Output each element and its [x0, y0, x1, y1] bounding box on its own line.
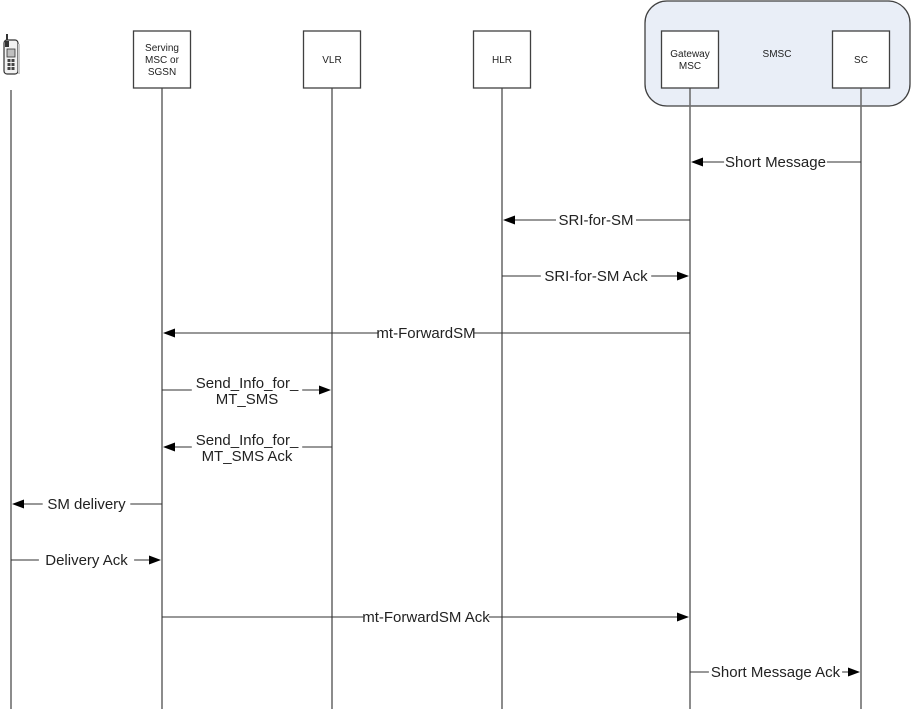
participant-label: SC: [854, 55, 868, 66]
message-label-bg: [363, 608, 489, 626]
arrowhead-icon: [503, 215, 515, 225]
message-label-bg: [378, 324, 474, 342]
participant-sc: SC: [831, 30, 891, 89]
message-5: Send_Info_for_MT_SMS: [162, 375, 331, 408]
message-label: Short Message Ack: [711, 664, 841, 681]
message-7: SM delivery: [12, 495, 162, 513]
arrowhead-icon: [691, 157, 703, 167]
participant-box: [132, 30, 192, 89]
message-label: Send_Info_for_: [196, 375, 299, 392]
message-8: Delivery Ack: [11, 551, 161, 569]
message-label-bg: [191, 387, 303, 393]
message-label: mt-ForwardSM: [376, 325, 475, 342]
arrowhead-icon: [12, 499, 24, 509]
participant-label: SGSN: [148, 67, 176, 78]
participant-label: HLR: [492, 55, 512, 66]
message-label: Short Message: [725, 154, 826, 171]
message-label-bg: [540, 267, 652, 285]
participant-label: MSC or: [145, 55, 180, 66]
message-label: Send_Info_for_: [196, 432, 299, 449]
participant-label: Gateway: [670, 49, 709, 60]
participant-label: VLR: [322, 55, 341, 66]
participant-box: [472, 30, 532, 89]
arrowhead-icon: [677, 271, 689, 281]
participant-label: Serving: [145, 43, 179, 54]
message-label-bg: [38, 551, 135, 569]
message-label: MT_SMS: [216, 391, 279, 408]
message-label: Delivery Ack: [45, 552, 128, 569]
participant-box: [660, 30, 720, 89]
message-label-bg: [191, 444, 303, 450]
participant-box: [831, 30, 891, 89]
message-label: SRI-for-SM: [559, 212, 634, 229]
message-10: Short Message Ack: [690, 663, 860, 681]
message-label: mt-ForwardSM Ack: [362, 609, 490, 626]
arrowhead-icon: [677, 612, 689, 622]
message-label-bg: [556, 211, 636, 229]
arrowhead-icon: [163, 442, 175, 452]
message-1: Short Message: [691, 153, 861, 171]
message-label-bg: [724, 153, 827, 171]
arrowhead-icon: [319, 385, 331, 395]
message-label-bg: [42, 495, 131, 513]
message-label-bg: [708, 663, 843, 681]
message-4: mt-ForwardSM: [163, 324, 690, 342]
message-2: SRI-for-SM: [503, 211, 690, 229]
participant-box: [302, 30, 362, 89]
message-3: SRI-for-SM Ack: [502, 267, 689, 285]
message-label: SM delivery: [47, 496, 126, 513]
participant-hlr: HLR: [472, 30, 532, 89]
mobile-phone-icon: [3, 34, 20, 75]
participant-vlr: VLR: [302, 30, 362, 89]
message-label: MT_SMS Ack: [202, 448, 293, 465]
message-label: SRI-for-SM Ack: [544, 268, 648, 285]
participant-ms: [3, 34, 20, 75]
arrowhead-icon: [163, 328, 175, 338]
participant-label: MSC: [679, 61, 701, 72]
message-6: Send_Info_for_MT_SMS Ack: [163, 432, 332, 465]
arrowhead-icon: [848, 667, 860, 677]
message-9: mt-ForwardSM Ack: [162, 608, 689, 626]
smsc-label: SMSC: [763, 49, 792, 60]
arrowhead-icon: [149, 555, 161, 565]
